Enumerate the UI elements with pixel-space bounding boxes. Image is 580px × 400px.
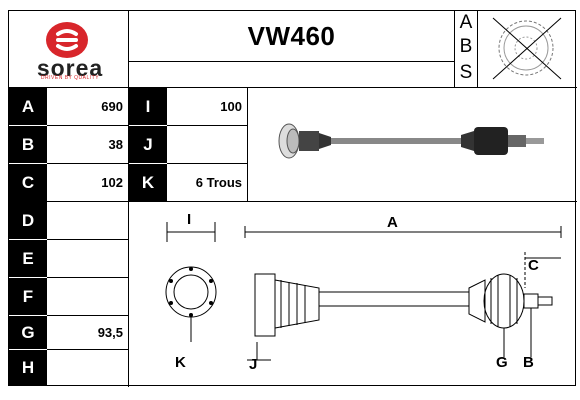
header-bottom-rule bbox=[9, 87, 577, 88]
abs-divider bbox=[454, 11, 455, 87]
diagram-label-k: K bbox=[175, 354, 186, 371]
sorea-logo-icon bbox=[46, 22, 88, 58]
spec-letter-h: H bbox=[9, 350, 47, 386]
diagram-label-b: B bbox=[523, 354, 534, 371]
spec-letter-g: G bbox=[9, 316, 47, 349]
brand-name: sorea bbox=[36, 55, 104, 81]
diagram-label-i: I bbox=[187, 211, 192, 228]
spec-letter-e: E bbox=[9, 240, 47, 277]
abs-icon-divider bbox=[477, 11, 478, 87]
spec-value-c: 102 bbox=[101, 175, 123, 190]
diagram-label-j: J bbox=[249, 356, 258, 373]
spec-letter-i: I bbox=[129, 88, 167, 125]
spec-value-i: 100 bbox=[220, 99, 242, 114]
spec-letter-a: A bbox=[9, 88, 47, 125]
abs-letter-a: A bbox=[459, 12, 473, 33]
product-sheet: sorea DRIVEN BY QUALITY VW460 A B S A 69… bbox=[8, 10, 577, 387]
abs-letter-s: S bbox=[459, 62, 473, 83]
abs-letter-b: B bbox=[459, 36, 473, 57]
spec-value-g: 93,5 bbox=[97, 325, 123, 340]
spec-letter-k: K bbox=[129, 164, 167, 201]
spec-value-k: 6 Trous bbox=[195, 175, 242, 190]
drive-shaft-photo bbox=[269, 111, 549, 171]
part-number-title: VW460 bbox=[247, 20, 336, 51]
diagram-label-c: C bbox=[528, 257, 539, 274]
diagram-label-a: A bbox=[387, 214, 398, 231]
spec-value-d bbox=[47, 202, 128, 239]
spec-letter-f: F bbox=[9, 278, 47, 315]
title-underline bbox=[129, 61, 454, 62]
brand-tagline: DRIVEN BY QUALITY bbox=[40, 75, 100, 81]
spec-value-a: 690 bbox=[101, 99, 123, 114]
logo-divider bbox=[128, 11, 129, 387]
brand-logo bbox=[9, 11, 128, 83]
spec-letter-j: J bbox=[129, 126, 167, 163]
dimension-diagram bbox=[129, 202, 577, 387]
spec-value-b: 38 bbox=[108, 137, 123, 152]
spec-value-e bbox=[47, 240, 128, 277]
abs-ring-crossed-out-icon bbox=[479, 13, 573, 83]
spec-value-f bbox=[47, 278, 128, 315]
spec-value-j bbox=[167, 126, 247, 163]
spec-value-h bbox=[47, 350, 128, 386]
spec-letter-d: D bbox=[9, 202, 47, 239]
diagram-label-g: G bbox=[496, 354, 508, 371]
spec-letter-b: B bbox=[9, 126, 47, 163]
spec-letter-c: C bbox=[9, 164, 47, 201]
